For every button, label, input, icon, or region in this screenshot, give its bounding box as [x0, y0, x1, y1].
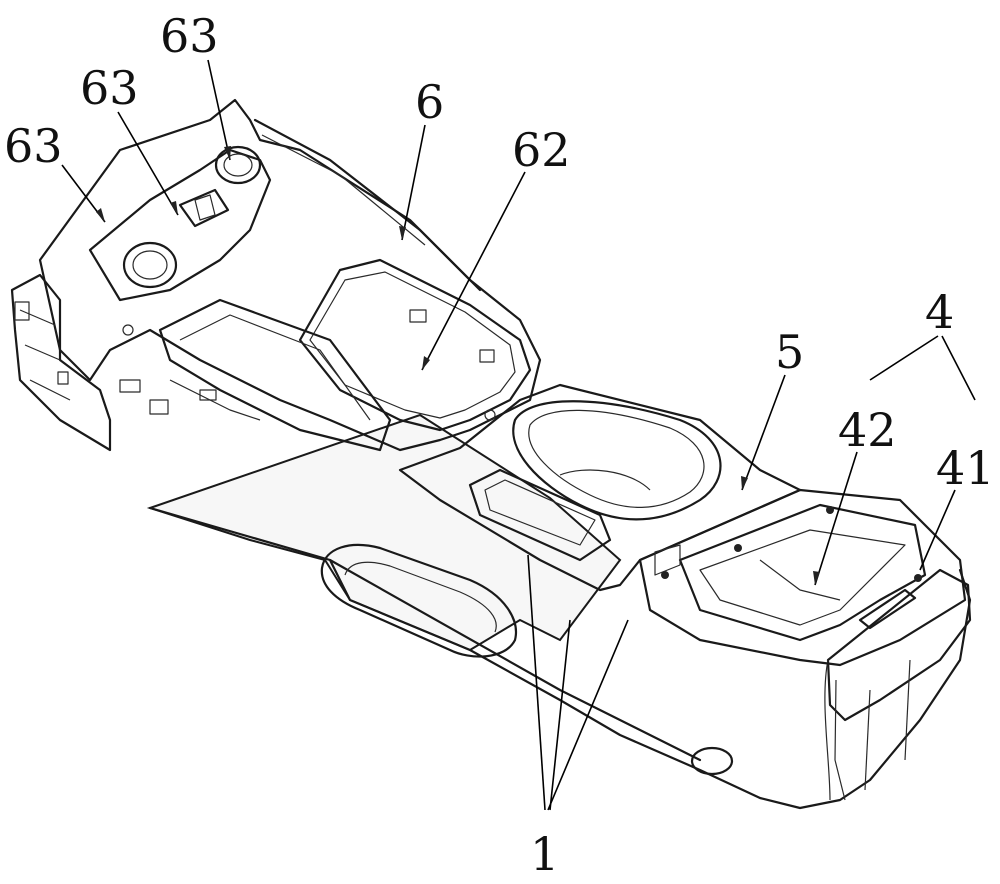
leader-42 [814, 451, 858, 586]
leader-62 [421, 171, 526, 371]
leader-41 [919, 489, 956, 571]
leader-1-c [549, 619, 571, 811]
leader-63-b [117, 111, 179, 216]
ref-label-63-a: 63 [4, 119, 63, 173]
cup-holder-deck [398, 383, 802, 592]
leader-4-left [869, 335, 939, 381]
leader-1-b [547, 619, 629, 811]
ref-label-63-c: 63 [160, 9, 219, 63]
ref-label-41: 41 [936, 441, 995, 495]
arrowheads [96, 146, 820, 585]
leader-4-right [941, 335, 976, 401]
ref-label-5: 5 [775, 325, 804, 379]
console-body [146, 413, 972, 810]
ref-label-63-b: 63 [80, 61, 139, 115]
ref-label-42: 42 [838, 403, 897, 457]
front-frame [10, 98, 542, 452]
rear-hole [690, 746, 734, 776]
leader-63-c [207, 59, 231, 161]
reference-labels: 63 63 63 6 62 4 5 42 41 1 [4, 9, 995, 881]
lower-round-switch [122, 241, 178, 289]
leader-1-a [527, 554, 546, 811]
leader-5 [741, 374, 786, 491]
armrest-bin [638, 488, 967, 667]
rect-switch-slot [178, 188, 230, 228]
ref-label-62: 62 [512, 123, 571, 177]
leader-6 [401, 124, 426, 241]
upper-round-switch [214, 145, 262, 185]
ref-label-6: 6 [415, 75, 444, 129]
ref-label-4: 4 [925, 285, 954, 339]
ref-label-1: 1 [530, 827, 559, 881]
